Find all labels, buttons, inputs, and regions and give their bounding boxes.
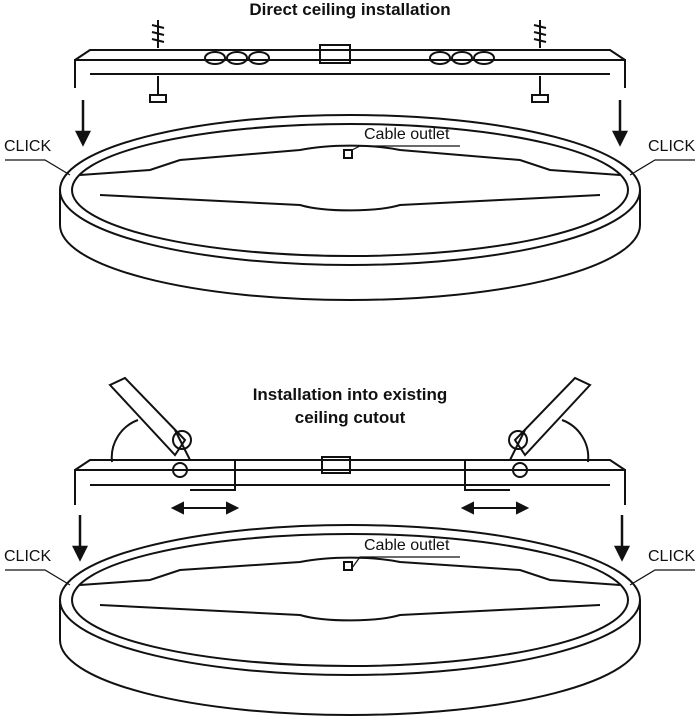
top-title: Direct ceiling installation xyxy=(249,0,451,19)
leader-lines xyxy=(5,145,695,586)
click-label-left: CLICK xyxy=(4,548,52,565)
bottom-ring xyxy=(59,524,641,716)
bottom-mounting-bracket xyxy=(74,456,626,505)
bottom-title-line1: Installation into existing xyxy=(252,385,448,404)
double-arrow-icon xyxy=(110,419,590,515)
top-ring xyxy=(59,114,641,301)
spring-clip-left xyxy=(108,376,236,491)
top-mounting-bracket xyxy=(74,44,626,88)
click-label-right: CLICK xyxy=(648,548,696,565)
click-label-left: CLICK xyxy=(4,138,52,155)
bottom-title-line2: ceiling cutout xyxy=(294,408,406,427)
screw-icon xyxy=(149,20,549,103)
cable-outlet-label: Cable outlet xyxy=(364,126,450,143)
arrow-down-icon xyxy=(74,100,629,147)
spring-clip-right xyxy=(464,376,592,491)
arrow-down-icon xyxy=(71,515,631,562)
cable-outlet-label: Cable outlet xyxy=(364,537,450,554)
click-label-right: CLICK xyxy=(648,138,696,155)
